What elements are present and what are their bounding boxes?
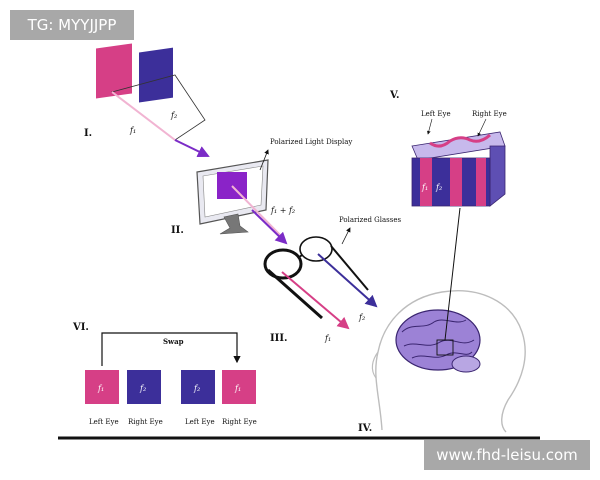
swap-after-f1: f₁ <box>234 384 241 393</box>
stage-label-vi: VI. <box>72 322 89 333</box>
stage-three-glasses: III. f₁ f₂ Polarized Glasses <box>263 216 402 344</box>
watermark-bottom: www.fhd-leisu.com <box>424 440 590 470</box>
right-lens <box>299 236 333 262</box>
swap-before-right-eye-f2 <box>127 370 161 404</box>
stage-six-swap: VI. Swap f₁ f₂ f₂ f₁ Left Eye Right Eye … <box>72 322 257 426</box>
swap-before-f1: f₁ <box>97 384 104 393</box>
swap-before-left-eye-label: Left Eye <box>89 418 119 426</box>
swap-before-left-eye-f1 <box>85 370 119 404</box>
stage-five-cortex-block: f₁ f₂ V. Left Eye Right Eye <box>389 90 507 207</box>
stage-label-i: I. <box>84 128 92 139</box>
stage-two-display: II. f₁ + f₂ Polarized Light Display <box>171 138 352 245</box>
cerebellum <box>451 355 481 373</box>
display-image <box>217 172 247 199</box>
column-f1 <box>420 158 432 206</box>
swap-after-left-eye-label: Left Eye <box>185 418 215 426</box>
label-left-eye-column: Left Eye <box>421 110 451 118</box>
stage-label-iv: IV. <box>358 423 372 434</box>
f1-filter <box>96 43 132 99</box>
swap-after-right-eye-label: Right Eye <box>222 418 257 426</box>
left-lens <box>263 248 303 280</box>
swap-before-right-eye-label: Right Eye <box>128 418 163 426</box>
monitor-stand <box>219 213 249 235</box>
label-f1-plus-f2: f₁ + f₂ <box>270 206 295 215</box>
swap-after-right-eye-f1 <box>222 370 256 404</box>
stage-one-filters: I. f₁ f₂ <box>84 43 210 158</box>
swap-arrow <box>101 332 241 366</box>
label-f2-stage-i: f₂ <box>170 111 177 120</box>
label-right-eye-column: Right Eye <box>472 110 507 118</box>
f2-filter <box>139 47 173 103</box>
swap-after-f2: f₂ <box>193 384 200 393</box>
stage-label-ii: II. <box>171 225 184 236</box>
swap-after-left-eye-f2 <box>181 370 215 404</box>
label-polarized-light-display: Polarized Light Display <box>270 138 352 146</box>
label-f1-column: f₁ <box>421 183 428 192</box>
watermark-top: TG: MYYJJPP <box>10 10 134 40</box>
head-outline <box>375 290 526 433</box>
stage-label-v: V. <box>389 90 400 101</box>
stage-label-iii: III. <box>270 333 288 344</box>
swap-before-f2: f₂ <box>139 384 146 393</box>
label-polarized-glasses: Polarized Glasses <box>339 216 402 224</box>
block-side <box>489 145 506 207</box>
stage-four-brain: IV. <box>358 207 526 434</box>
label-f1-stage-i: f₁ <box>129 126 136 135</box>
label-f1-stage-iii: f₁ <box>324 334 331 343</box>
label-f2-column: f₂ <box>435 183 442 192</box>
label-f2-stage-iii: f₂ <box>358 313 365 322</box>
swap-label: Swap <box>163 337 184 346</box>
